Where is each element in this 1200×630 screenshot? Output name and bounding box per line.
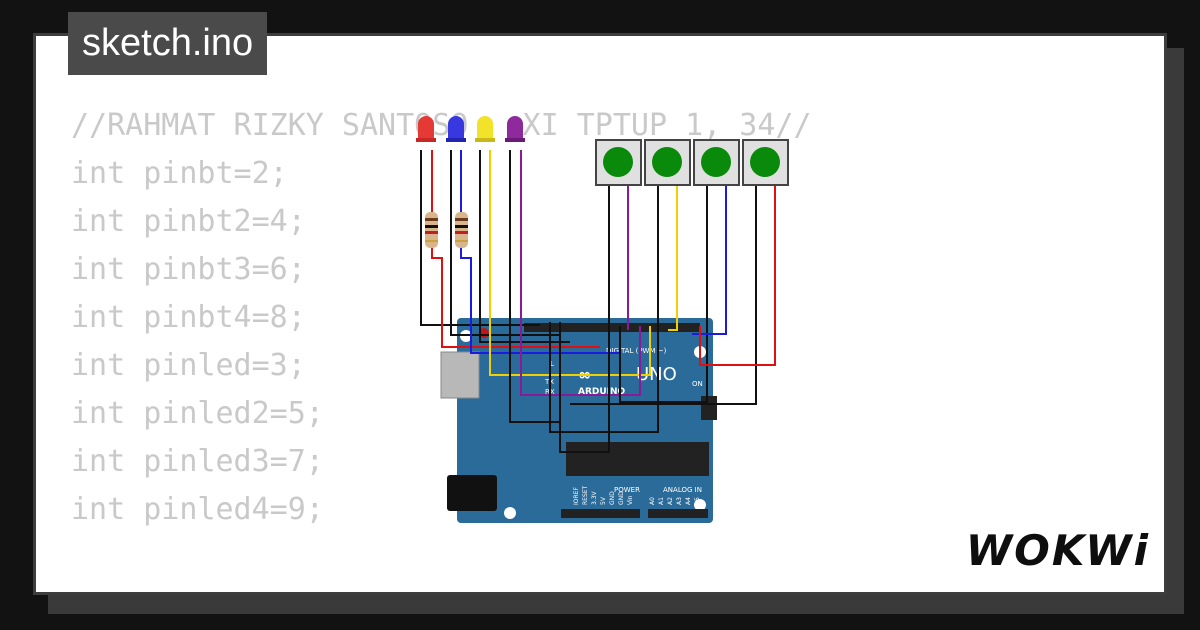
code-line: int pinled4=9; (71, 492, 324, 527)
mount-hole (504, 507, 516, 519)
wire-purple (520, 150, 641, 396)
l-label: L (550, 360, 554, 368)
digital-label: DIGITAL (PWM ~) (606, 347, 667, 355)
pin-label: 3.3V (591, 490, 598, 505)
code-line: int pinbt4=8; (71, 300, 306, 335)
pin-label: A3 (676, 497, 683, 505)
wire-blue (692, 186, 727, 335)
pushbutton[interactable] (693, 139, 740, 186)
code-line: int pinled=3; (71, 348, 306, 383)
resistor[interactable] (455, 212, 468, 248)
wire-black (619, 186, 708, 403)
pin-label: 5V (600, 496, 607, 505)
wire-red (431, 248, 600, 348)
pin-label: A0 (649, 497, 656, 505)
wire-black (450, 150, 560, 336)
wire-red (699, 186, 776, 366)
mount-hole (694, 499, 706, 511)
led-red[interactable] (416, 116, 436, 142)
power-label: POWER (614, 486, 640, 494)
digital-header (524, 323, 700, 332)
led-purple[interactable] (505, 116, 525, 142)
code-preview: //RAHMAT RIZKY SANTOSO XI TPTUP 1, 34// i… (71, 102, 812, 592)
pin-label: A5 (694, 497, 701, 505)
code-line: int pinled3=7; (71, 444, 324, 479)
pushbutton[interactable] (742, 139, 789, 186)
board-maker: ARDUINO (578, 387, 626, 397)
wire-black (559, 186, 610, 453)
analog-label: ANALOG IN (663, 486, 702, 494)
pin-label: IOREF (573, 487, 580, 505)
pin-label: A4 (685, 497, 692, 505)
code-line: int pinbt2=4; (71, 204, 306, 239)
pin-label: GND (618, 491, 625, 505)
pin-label: RESET (582, 485, 589, 505)
wire-yellow (489, 150, 651, 376)
wokwi-logo: WOKWi (965, 526, 1150, 575)
power-jack (447, 475, 497, 511)
wire-black (570, 186, 757, 405)
preview-card[interactable]: //RAHMAT RIZKY SANTOSO XI TPTUP 1, 34// i… (33, 33, 1167, 595)
pin-label: GND (609, 491, 616, 505)
pin-label: A2 (667, 497, 674, 505)
code-line: void setup() { (71, 582, 812, 592)
arduino-uno-board[interactable]: ∞ UNO ARDUINO DIGITAL (PWM ~) POWER ANAL… (440, 318, 717, 523)
wires (420, 150, 776, 453)
microcontroller-chip (566, 442, 709, 476)
code-line: int pinbt3=6; (71, 252, 306, 287)
wire-yellow (668, 186, 678, 331)
pin-label: Vin (627, 495, 634, 505)
wire-black (479, 150, 570, 343)
wire-black (509, 150, 560, 423)
pin-label: A1 (658, 497, 665, 505)
pushbutton[interactable] (644, 139, 691, 186)
pushbutton[interactable] (595, 139, 642, 186)
power-header (561, 509, 640, 518)
led-blue[interactable] (446, 116, 466, 142)
resistor[interactable] (425, 212, 438, 248)
wire-black (420, 150, 540, 326)
analog-header (648, 509, 708, 518)
led-yellow[interactable] (475, 116, 495, 142)
wire-black (549, 186, 659, 433)
code-line: //RAHMAT RIZKY SANTOSO XI TPTUP 1, 34// (71, 108, 812, 143)
usb-port (440, 351, 480, 399)
filename-tab: sketch.ino (68, 12, 268, 75)
board-name: UNO (636, 364, 677, 385)
code-line: int pinbt=2; (71, 156, 288, 191)
code-line: int pinled2=5; (71, 396, 324, 431)
on-label: ON (692, 380, 703, 388)
icsp-header (701, 396, 717, 420)
